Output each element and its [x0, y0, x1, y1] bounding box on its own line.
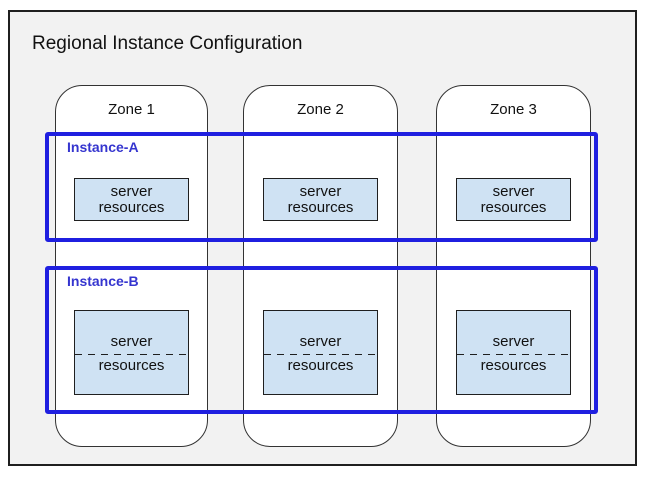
server-resources-text: server	[492, 333, 535, 350]
server-resources-text: server	[299, 183, 342, 200]
server-resources-box-a-zone3: server resources	[456, 178, 571, 221]
diagram-title: Regional Instance Configuration	[32, 33, 303, 54]
server-resources-text: resources	[98, 199, 165, 216]
server-resources-text: resources	[287, 199, 354, 216]
server-resources-box-a-zone1: server resources	[74, 178, 189, 221]
dashed-divider	[264, 354, 377, 355]
dashed-divider	[75, 354, 188, 355]
server-resources-text: resources	[98, 357, 165, 374]
server-resources-text: server	[110, 183, 153, 200]
server-resources-text: resources	[480, 357, 547, 374]
server-resources-text: server	[110, 333, 153, 350]
server-resources-text: server	[299, 333, 342, 350]
instance-a-boundary	[45, 132, 598, 242]
instance-a-label: Instance-A	[67, 139, 139, 155]
server-resources-box-a-zone2: server resources	[263, 178, 378, 221]
instance-b-label: Instance-B	[67, 273, 139, 289]
zone-1-label: Zone 1	[108, 101, 155, 118]
zone-3-label: Zone 3	[490, 101, 537, 118]
server-resources-text: resources	[287, 357, 354, 374]
server-resources-text: server	[492, 183, 535, 200]
instance-b-boundary	[45, 266, 598, 414]
server-resources-box-b-zone3: server resources	[456, 310, 571, 395]
zone-2-label: Zone 2	[297, 101, 344, 118]
dashed-divider	[457, 354, 570, 355]
region-container: Regional Instance Configuration Zone 1 Z…	[8, 10, 637, 466]
server-resources-box-b-zone1: server resources	[74, 310, 189, 395]
server-resources-text: resources	[480, 199, 547, 216]
server-resources-box-b-zone2: server resources	[263, 310, 378, 395]
